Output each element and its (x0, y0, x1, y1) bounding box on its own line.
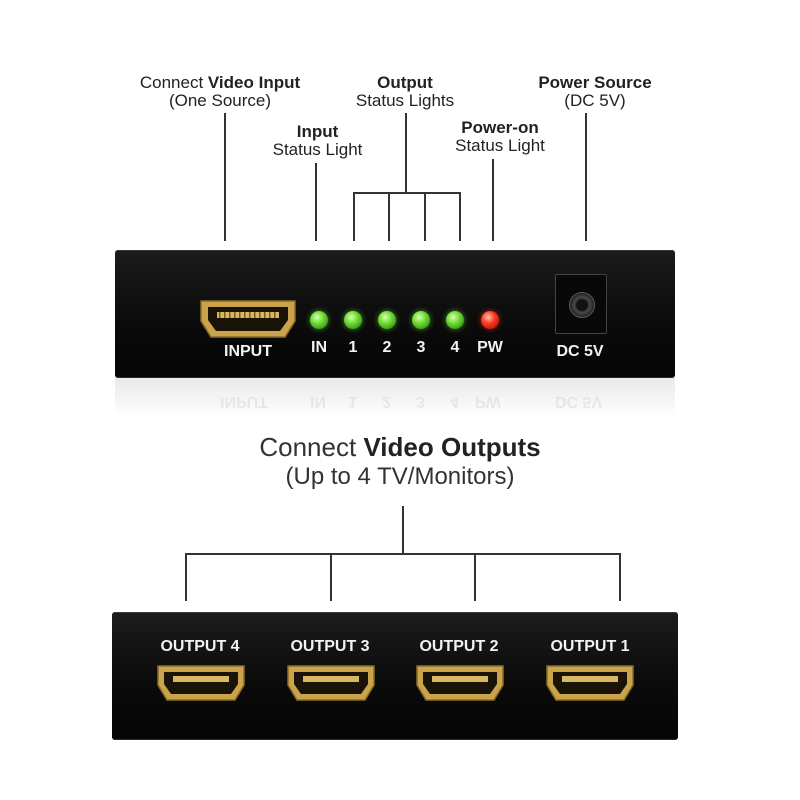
callout-video-input-sub: (One Source) (168, 91, 272, 110)
outputs-heading-pre: Connect (259, 432, 364, 462)
callout-power-source-bold: Power Source (538, 73, 652, 92)
outputs-subheading: (Up to 4 TV/Monitors) (285, 463, 515, 490)
output3-label: OUTPUT 3 (290, 638, 370, 655)
led-pw-label: PW (477, 339, 503, 356)
callout-video-input-pre: Connect (139, 73, 208, 92)
reflection-in: IN (310, 393, 326, 410)
led-3 (412, 311, 430, 329)
led-4-label: 4 (450, 339, 460, 356)
led-1 (344, 311, 362, 329)
outputs-heading-bold: Video Outputs (363, 432, 541, 462)
leader-line-pw (492, 159, 494, 241)
leader-line-led1 (353, 192, 355, 241)
callout-input-status-sub: Status Light (272, 140, 363, 159)
reflection-2: 2 (382, 393, 391, 410)
led-1-label: 1 (348, 339, 358, 356)
callout-input-status: Input Status Light (255, 123, 380, 159)
led-in (310, 311, 328, 329)
output2-label: OUTPUT 2 (419, 638, 499, 655)
hdmi-output2-port[interactable] (415, 664, 505, 702)
dc-jack[interactable] (555, 274, 607, 334)
callout-output-status-sub: Status Lights (355, 91, 455, 110)
reflection-pw: PW (475, 393, 501, 410)
dc-label: DC 5V (556, 343, 604, 360)
dc-jack-socket (569, 292, 595, 318)
callout-power-source: Power Source (DC 5V) (525, 74, 665, 110)
callout-power-on: Power-on Status Light (440, 119, 560, 155)
reflection-3: 3 (416, 393, 425, 410)
callout-output-status: Output Status Lights (345, 74, 465, 110)
led-4 (446, 311, 464, 329)
hdmi-output3-port[interactable] (286, 664, 376, 702)
reflection-4: 4 (450, 393, 459, 410)
output1-label: OUTPUT 1 (550, 638, 630, 655)
callout-input-status-bold: Input (296, 122, 339, 141)
back-panel: OUTPUT 4 OUTPUT 3 OUTPUT 2 OUTPUT 1 (112, 612, 678, 740)
reflection-1: 1 (348, 393, 357, 410)
led-3-label: 3 (416, 339, 426, 356)
outputs-heading: Connect Video Outputs (0, 432, 800, 463)
leader-line-output2 (474, 553, 476, 601)
reflection-input: INPUT (220, 393, 268, 410)
led-pw (481, 311, 499, 329)
leader-line-output-trunk (405, 113, 407, 193)
callout-power-on-bold: Power-on (461, 118, 539, 137)
leader-line-led3 (424, 192, 426, 241)
led-2 (378, 311, 396, 329)
leader-line-output3 (330, 553, 332, 601)
leader-line-outputs-bar (185, 553, 621, 555)
panel-reflection (115, 378, 675, 418)
leader-line-dc (585, 113, 587, 241)
hdmi-output1-port[interactable] (545, 664, 635, 702)
leader-line-input (224, 113, 226, 241)
leader-line-outputs-trunk (402, 506, 404, 554)
hdmi-output4-port[interactable] (156, 664, 246, 702)
leader-line-led2 (388, 192, 390, 241)
reflection-dc: DC 5V (555, 393, 603, 410)
front-panel: INPUT IN 1 2 3 4 PW DC 5V (115, 250, 675, 378)
leader-line-output4 (185, 553, 187, 601)
output4-label: OUTPUT 4 (160, 638, 240, 655)
callout-video-input: Connect Video Input (One Source) (120, 74, 320, 110)
leader-line-output-bar (353, 192, 460, 194)
leader-line-in-led (315, 163, 317, 241)
led-2-label: 2 (382, 339, 392, 356)
hdmi-input-port[interactable] (199, 299, 297, 339)
led-in-label: IN (311, 339, 327, 356)
leader-line-output1 (619, 553, 621, 601)
input-label: INPUT (224, 343, 272, 360)
callout-output-status-bold: Output (377, 73, 433, 92)
callout-power-source-sub: (DC 5V) (564, 91, 626, 110)
leader-line-led4 (459, 192, 461, 241)
callout-video-input-bold: Video Input (207, 73, 301, 92)
callout-power-on-sub: Status Light (455, 136, 545, 155)
